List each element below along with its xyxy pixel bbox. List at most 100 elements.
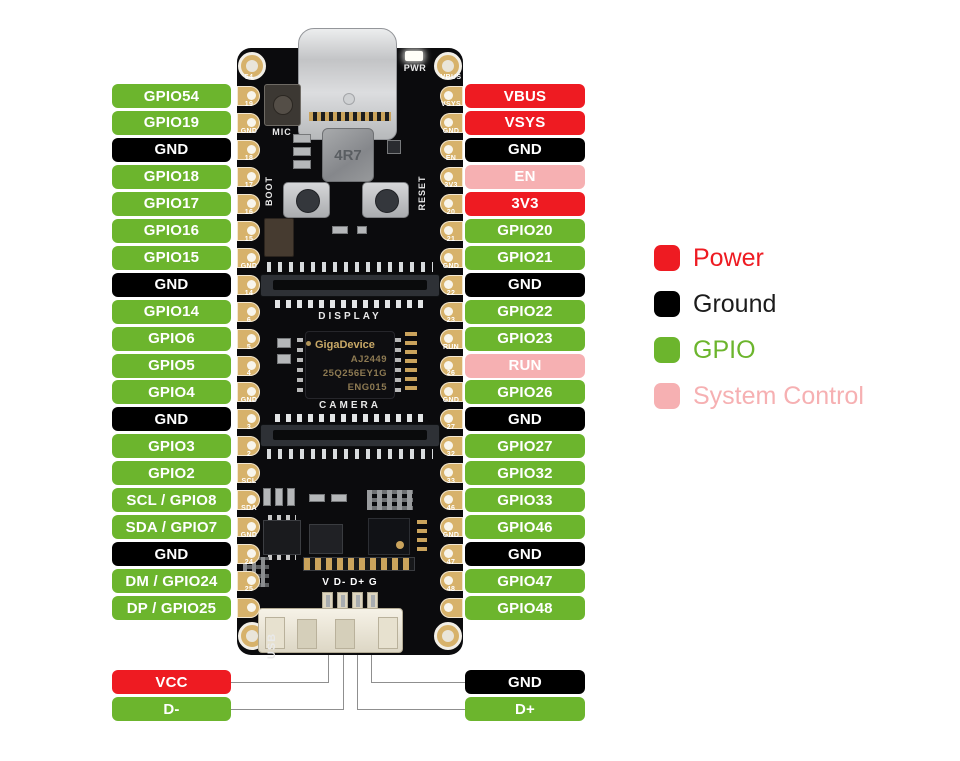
contact-column: [405, 332, 417, 394]
pin-label-left-4: GPIO17: [112, 191, 231, 216]
pin-label-right-17: GND: [465, 542, 585, 567]
component: [332, 226, 348, 234]
pin-number-right-15: 33: [446, 478, 456, 486]
inductor: 4R7: [322, 128, 374, 182]
pin-pad-right-0: [440, 86, 463, 106]
pin-number-right-14: 32: [446, 451, 456, 459]
pin-pad-left-11: [237, 382, 260, 403]
pin-label-right-6: GPIO21: [465, 245, 585, 270]
component: [309, 494, 325, 502]
pin-label-right-4: 3V3: [465, 191, 585, 216]
usb-header-label-VCC: VCC: [112, 670, 231, 694]
pwr-silkscreen: PWR: [403, 63, 427, 73]
legend-swatch-ground: [654, 291, 680, 317]
pin-label-left-9: GPIO6: [112, 326, 231, 351]
legend-label: Power: [693, 244, 764, 272]
pin-pad-right-2: [440, 139, 463, 160]
pin-pad-right-3: [440, 166, 463, 187]
pin-pad-right-12: [440, 409, 463, 430]
pin-label-left-5: GPIO16: [112, 218, 231, 243]
pin-number-left-14: 2: [246, 451, 252, 459]
pin-number-left-11: 4: [246, 370, 252, 378]
reset-button: [362, 182, 409, 218]
pin-number-right-7: GND: [442, 262, 460, 270]
display-silkscreen: DISPLAY: [318, 311, 382, 322]
pin-label-right-0: VBUS: [465, 84, 585, 108]
pin-pad-right-9: [440, 328, 463, 349]
pin-label-left-15: SCL / GPIO8: [112, 488, 231, 513]
pin-label-right-5: GPIO20: [465, 218, 585, 243]
flash-chip: GigaDevice AJ2449 25Q256EY1G ENG015: [305, 331, 395, 399]
pin-label-left-14: GPIO2: [112, 461, 231, 486]
camera-pads: [275, 414, 425, 422]
pin-number-right-6: 21: [446, 235, 456, 243]
pin-pad-right-13: [440, 436, 463, 457]
wire-dminus: [231, 709, 344, 710]
chip-pin1-dot: [306, 341, 311, 346]
pin-pad-left-6: [237, 247, 260, 268]
pin-label-right-15: GPIO33: [465, 488, 585, 513]
pin-number-left-15: SCL: [241, 478, 257, 486]
chip-code: ENG015: [347, 382, 387, 393]
reset-silkscreen: RESET: [417, 175, 427, 211]
usb-silkscreen: USB: [266, 632, 278, 660]
legend-swatch-gpio: [654, 337, 680, 363]
pin-number-right-12: GND: [442, 397, 460, 405]
pin-label-right-9: GPIO23: [465, 326, 585, 351]
pin-label-right-19: GPIO48: [465, 596, 585, 621]
pin-pad-right-1: [440, 112, 463, 133]
component: [331, 494, 347, 502]
pin-number-left-3: 18: [244, 154, 254, 162]
pin-label-left-6: GPIO15: [112, 245, 231, 270]
legend-label: GPIO: [693, 336, 756, 364]
pin-pad-left-17: [237, 544, 260, 565]
legend-label: Ground: [693, 290, 777, 318]
jst-usb-connector: [258, 608, 403, 653]
pin-number-right-5: 20: [446, 208, 456, 216]
mounting-hole-bottom-right: [434, 622, 462, 650]
chip-model: AJ2449: [350, 354, 387, 365]
component: [293, 134, 311, 143]
legend-item-system-control: System Control: [654, 383, 864, 409]
wire-dplus: [357, 709, 466, 710]
legend-swatch-power: [654, 245, 680, 271]
legend-item-ground: Ground: [654, 291, 864, 317]
pin-pad-right-17: [440, 544, 463, 565]
pin-label-right-7: GND: [465, 272, 585, 297]
usb-header-label-D+: D+: [465, 697, 585, 721]
pin-number-left-12: GND: [240, 397, 258, 405]
pin-number-right-0: VBUS: [440, 74, 462, 81]
pin-pad-right-4: [440, 193, 463, 214]
pin-number-right-17: GND: [442, 532, 460, 540]
legend-item-gpio: GPIO: [654, 337, 864, 363]
pin-pad-left-16: [237, 517, 260, 538]
pin-label-left-0: GPIO54: [112, 84, 231, 108]
pin-number-right-19: 48: [446, 586, 456, 594]
pin-label-left-11: GPIO4: [112, 380, 231, 405]
pin-number-right-9: 23: [446, 316, 456, 324]
pcb-board: PWR MIC 4R7 BOOT RESET DISPLAY GigaDevic…: [237, 28, 463, 659]
component: [293, 160, 311, 169]
camera-silkscreen: CAMERA: [319, 400, 381, 411]
power-led: [405, 51, 423, 61]
component-grid: [367, 490, 413, 510]
pin-number-left-18: 24: [244, 559, 254, 567]
contact-column: [417, 520, 427, 554]
pin-pad-left-0: [237, 86, 260, 106]
boot-button: [283, 182, 330, 218]
pin-pad-right-10: [440, 355, 463, 376]
pin-pad-right-19: [440, 598, 463, 619]
pin-number-left-4: 17: [244, 181, 254, 189]
pin-label-left-2: GND: [112, 137, 231, 162]
usb-header-label-D-: D-: [112, 697, 231, 721]
wire-gnd: [371, 682, 466, 683]
pin-pad-left-19: [237, 598, 260, 619]
usb-header-label-GND: GND: [465, 670, 585, 694]
mic-silkscreen: MIC: [272, 127, 292, 137]
pin-pad-left-14: [237, 463, 260, 484]
pin-number-right-13: 27: [446, 424, 456, 432]
pin-label-right-13: GPIO27: [465, 434, 585, 459]
wire-gnd-v: [371, 650, 372, 683]
component: [357, 226, 367, 234]
pin-number-left-13: 3: [246, 424, 252, 432]
